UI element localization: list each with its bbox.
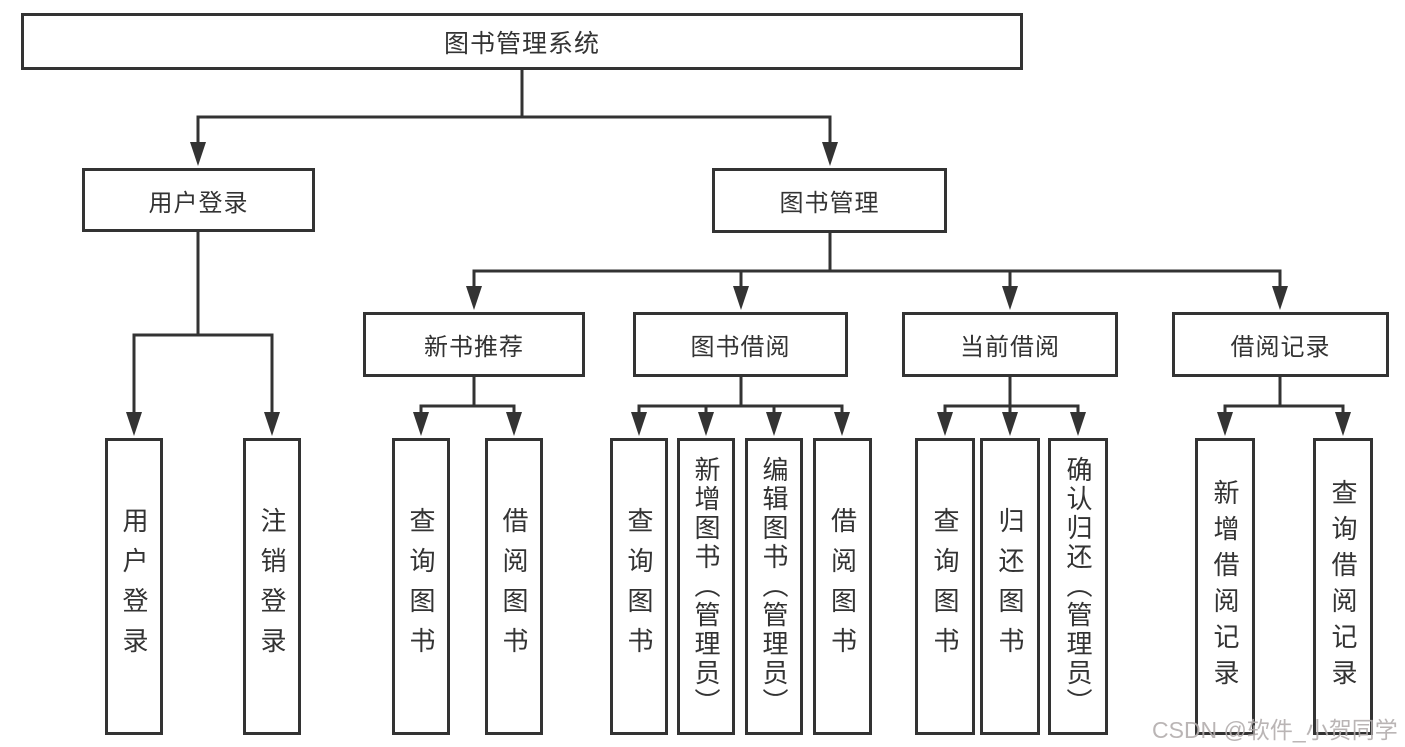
node-label: 图书管理 <box>779 190 880 217</box>
leaf-label: 查询图书 <box>930 506 960 667</box>
leaf-edit-books-admin: 编辑图书（管理员） <box>745 438 803 735</box>
leaf-label: 借阅图书 <box>499 506 529 667</box>
leaf-return-books: 归还图书 <box>980 438 1040 735</box>
leaf-label: 借阅图书 <box>827 506 858 667</box>
node-label: 借阅记录 <box>1230 334 1331 361</box>
node-label: 图书管理系统 <box>443 29 600 58</box>
leaf-label: 新增图书（管理员） <box>691 456 721 717</box>
leaf-confirm-return-admin: 确认归还（管理员） <box>1048 438 1108 735</box>
node-label: 图书借阅 <box>690 334 791 361</box>
leaf-label: 用户登录 <box>119 506 149 667</box>
node-label: 新书推荐 <box>424 334 524 361</box>
leaf-label: 注销登录 <box>257 506 287 667</box>
leaf-user-login: 用户登录 <box>105 438 163 735</box>
leaf-label: 查询图书 <box>624 506 654 667</box>
node-user-login: 用户登录 <box>82 168 315 232</box>
leaf-label: 查询借阅记录 <box>1328 478 1358 695</box>
node-current-borrowing: 当前借阅 <box>902 312 1118 377</box>
leaf-borrow-books-borrowing: 借阅图书 <box>813 438 872 735</box>
leaf-label: 确认归还（管理员） <box>1063 456 1093 717</box>
leaf-label: 新增借阅记录 <box>1210 478 1240 695</box>
node-book-management: 图书管理 <box>712 168 947 233</box>
node-label: 当前借阅 <box>960 334 1060 361</box>
leaf-borrow-books-recommendation: 借阅图书 <box>485 438 543 735</box>
leaf-query-books-recommendation: 查询图书 <box>392 438 450 735</box>
node-label: 用户登录 <box>148 189 249 217</box>
leaf-label: 查询图书 <box>406 506 436 667</box>
leaf-query-borrow-record: 查询借阅记录 <box>1313 438 1373 735</box>
node-new-book-recommendation: 新书推荐 <box>363 312 585 377</box>
leaf-logout-login: 注销登录 <box>243 438 301 735</box>
leaf-add-borrow-record: 新增借阅记录 <box>1195 438 1255 735</box>
leaf-query-books-current: 查询图书 <box>915 438 975 735</box>
watermark-text: CSDN @软件_小贺同学 <box>1152 717 1398 743</box>
node-book-borrowing: 图书借阅 <box>633 312 848 377</box>
leaf-label: 编辑图书（管理员） <box>759 456 789 717</box>
node-library-management-system: 图书管理系统 <box>21 13 1023 70</box>
leaf-query-books-borrowing: 查询图书 <box>610 438 668 735</box>
leaf-add-books-admin: 新增图书（管理员） <box>677 438 735 735</box>
leaf-label: 归还图书 <box>995 506 1025 667</box>
node-borrowing-records: 借阅记录 <box>1172 312 1389 377</box>
